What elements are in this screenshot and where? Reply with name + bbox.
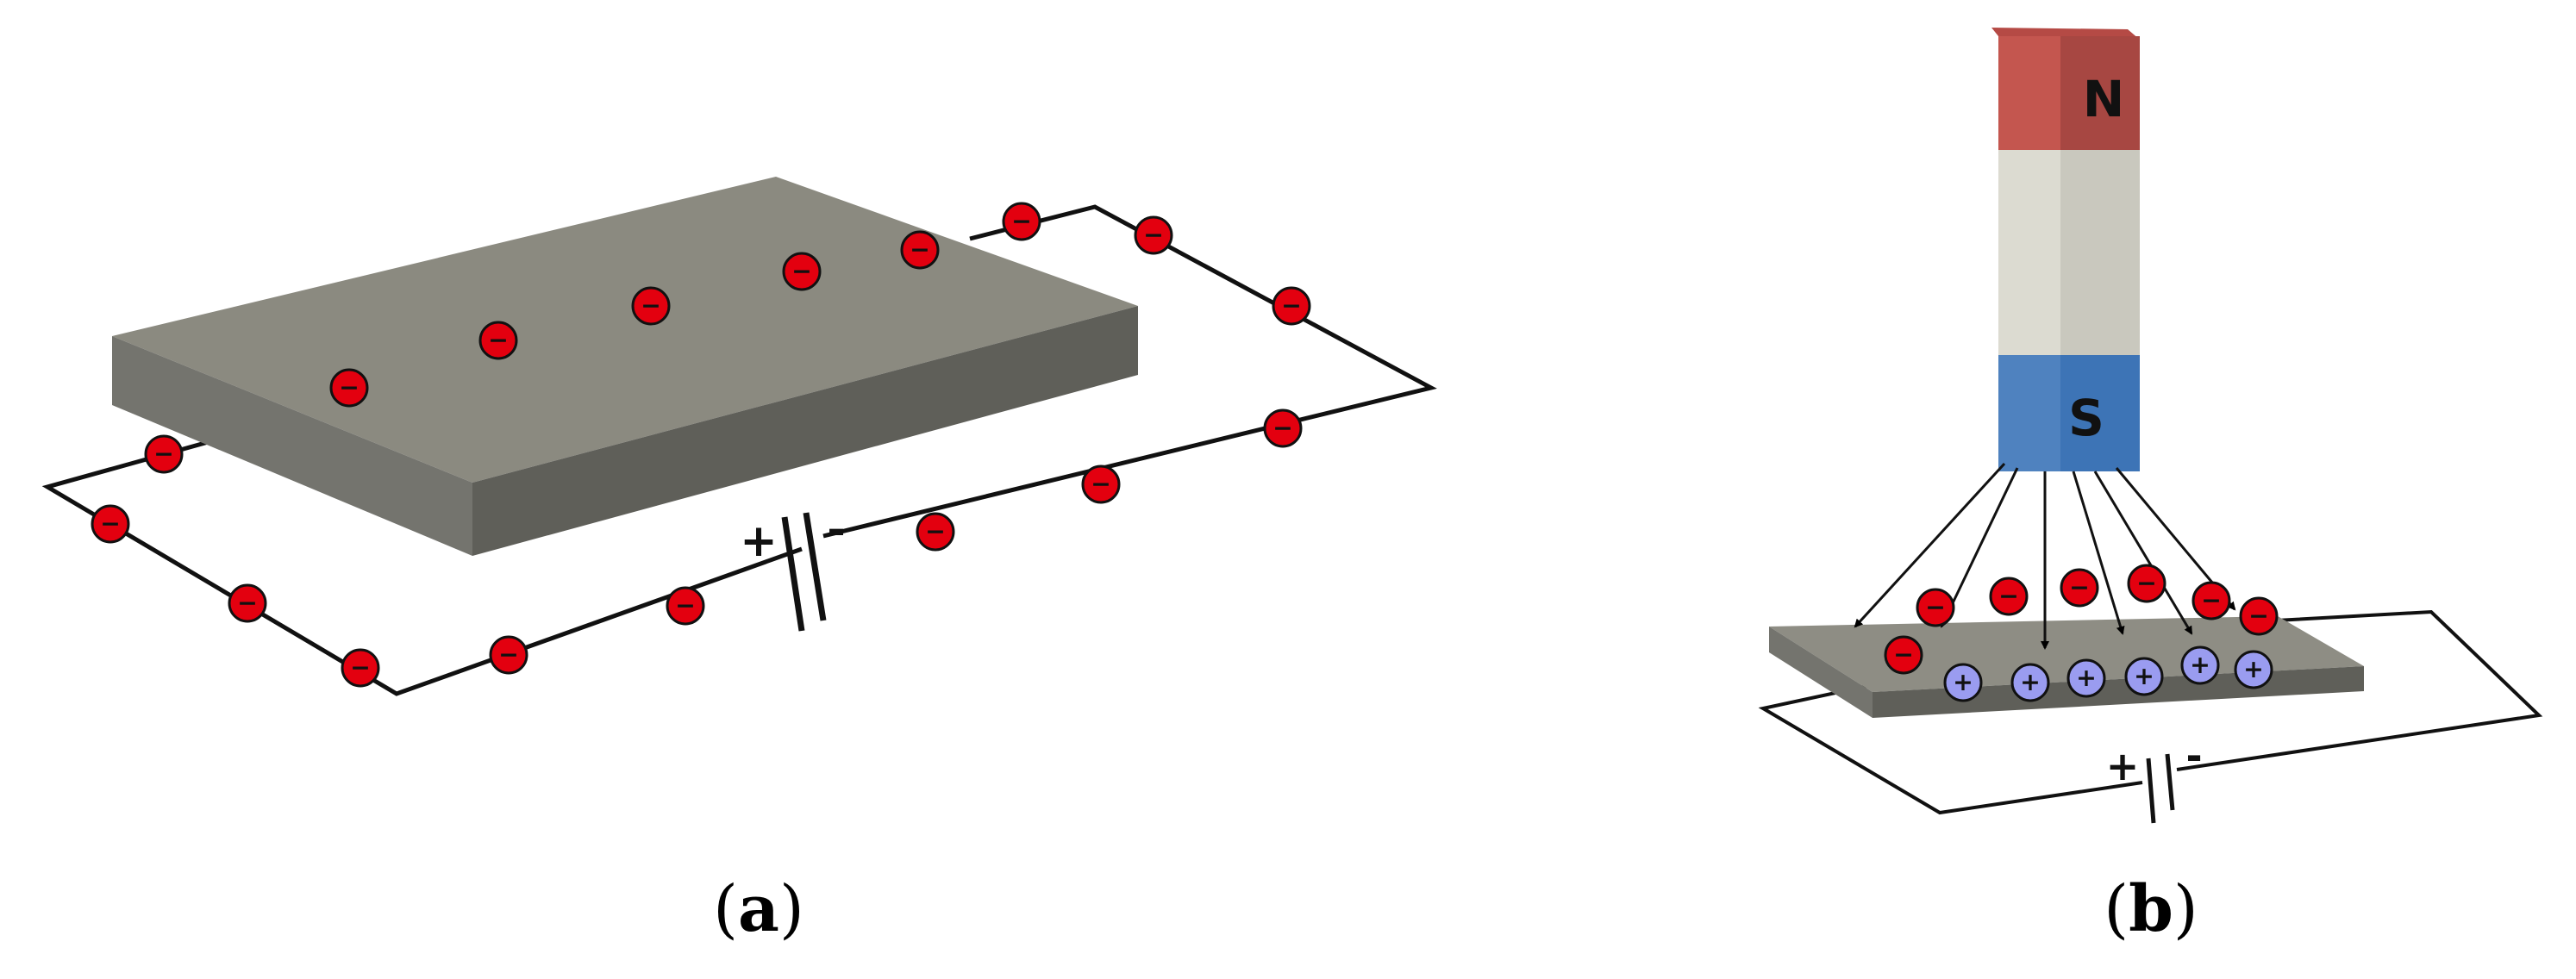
svg-text:−: − [1091, 470, 1111, 498]
electron: − [1134, 215, 1173, 255]
svg-text:−: − [1998, 582, 2019, 610]
caption-a: (a) [713, 872, 804, 946]
electron: − [1272, 286, 1311, 326]
positive-ion: + [2066, 658, 2106, 698]
svg-text:−: − [1272, 414, 1293, 442]
svg-text:−: − [2248, 602, 2269, 630]
electron: − [900, 230, 940, 270]
svg-text:−: − [488, 326, 509, 354]
positive-ion: + [2180, 645, 2220, 685]
battery-a-positive-label: + [740, 515, 778, 567]
electron: − [341, 648, 380, 688]
svg-text:+: + [2134, 662, 2154, 690]
svg-text:+: + [2020, 668, 2041, 696]
svg-text:+: + [2243, 655, 2264, 683]
electron: − [91, 504, 130, 544]
positive-ion: + [2124, 657, 2164, 696]
svg-text:+: + [2076, 664, 2097, 692]
svg-text:+: + [1953, 668, 1973, 696]
electron: − [666, 586, 705, 626]
electron: − [1884, 635, 1923, 675]
battery-a-negative-label: - [827, 504, 846, 556]
svg-text:−: − [1281, 291, 1302, 320]
svg-text:−: − [100, 509, 121, 538]
battery-b-positive-label: + [2106, 743, 2140, 789]
conductor-plate-b [1769, 616, 2364, 718]
electron: − [144, 434, 184, 474]
magnet-north-label: N [2083, 70, 2125, 128]
electron: − [2060, 568, 2099, 608]
conductor-plate-a [112, 177, 1138, 556]
svg-text:−: − [1143, 221, 1164, 249]
electron: − [1263, 408, 1303, 448]
panel-b: + - N S + + + + + + [1758, 28, 2543, 824]
svg-text:−: − [2069, 573, 2090, 602]
electron: − [2191, 581, 2231, 620]
svg-text:−: − [498, 640, 519, 669]
battery-b: + - [2106, 733, 2203, 824]
electrons-b: −−−−−−− [1884, 564, 2279, 675]
svg-text:−: − [675, 591, 696, 620]
electron: − [782, 252, 822, 291]
battery-a: + - [740, 504, 846, 632]
bar-magnet: N S [1991, 28, 2140, 471]
svg-text:−: − [925, 517, 946, 546]
caption-b: (b) [2104, 872, 2198, 946]
electron: − [1916, 588, 1955, 627]
svg-text:−: − [2201, 586, 2222, 614]
circuit-wire-b [1758, 609, 2543, 815]
electron: − [2127, 564, 2166, 603]
svg-text:−: − [237, 589, 258, 617]
svg-text:−: − [910, 235, 930, 264]
svg-text:+: + [2190, 651, 2210, 679]
electron: − [478, 321, 518, 360]
electron: − [1989, 577, 2029, 616]
electron: − [489, 635, 528, 675]
electrons-a: − − − − − − − − − − − − − − − − − [91, 202, 1311, 688]
electron: − [916, 512, 955, 552]
svg-text:−: − [153, 440, 174, 468]
svg-text:−: − [1893, 640, 1914, 669]
svg-text:−: − [1011, 207, 1032, 235]
svg-text:−: − [2136, 569, 2157, 597]
panel-a: + - − − − − − − − − − − − − − − − − − [41, 177, 1437, 696]
positive-ion: + [2010, 663, 2050, 702]
positive-ion: + [2234, 650, 2273, 689]
positive-ion: + [1943, 663, 1983, 702]
electron: − [1002, 202, 1041, 241]
svg-text:−: − [791, 257, 812, 285]
svg-text:−: − [350, 653, 371, 682]
svg-text:−: − [641, 291, 661, 320]
electron: − [631, 286, 671, 326]
electron: − [228, 583, 267, 623]
battery-b-negative-label: - [2185, 733, 2202, 779]
svg-text:−: − [339, 373, 360, 402]
electron: − [1081, 465, 1121, 504]
electron: − [329, 368, 369, 408]
magnet-south-label: S [2068, 389, 2104, 447]
positive-charges-b: + + + + + + [1943, 645, 2273, 702]
electron: − [2239, 596, 2279, 636]
svg-text:−: − [1925, 593, 1946, 621]
